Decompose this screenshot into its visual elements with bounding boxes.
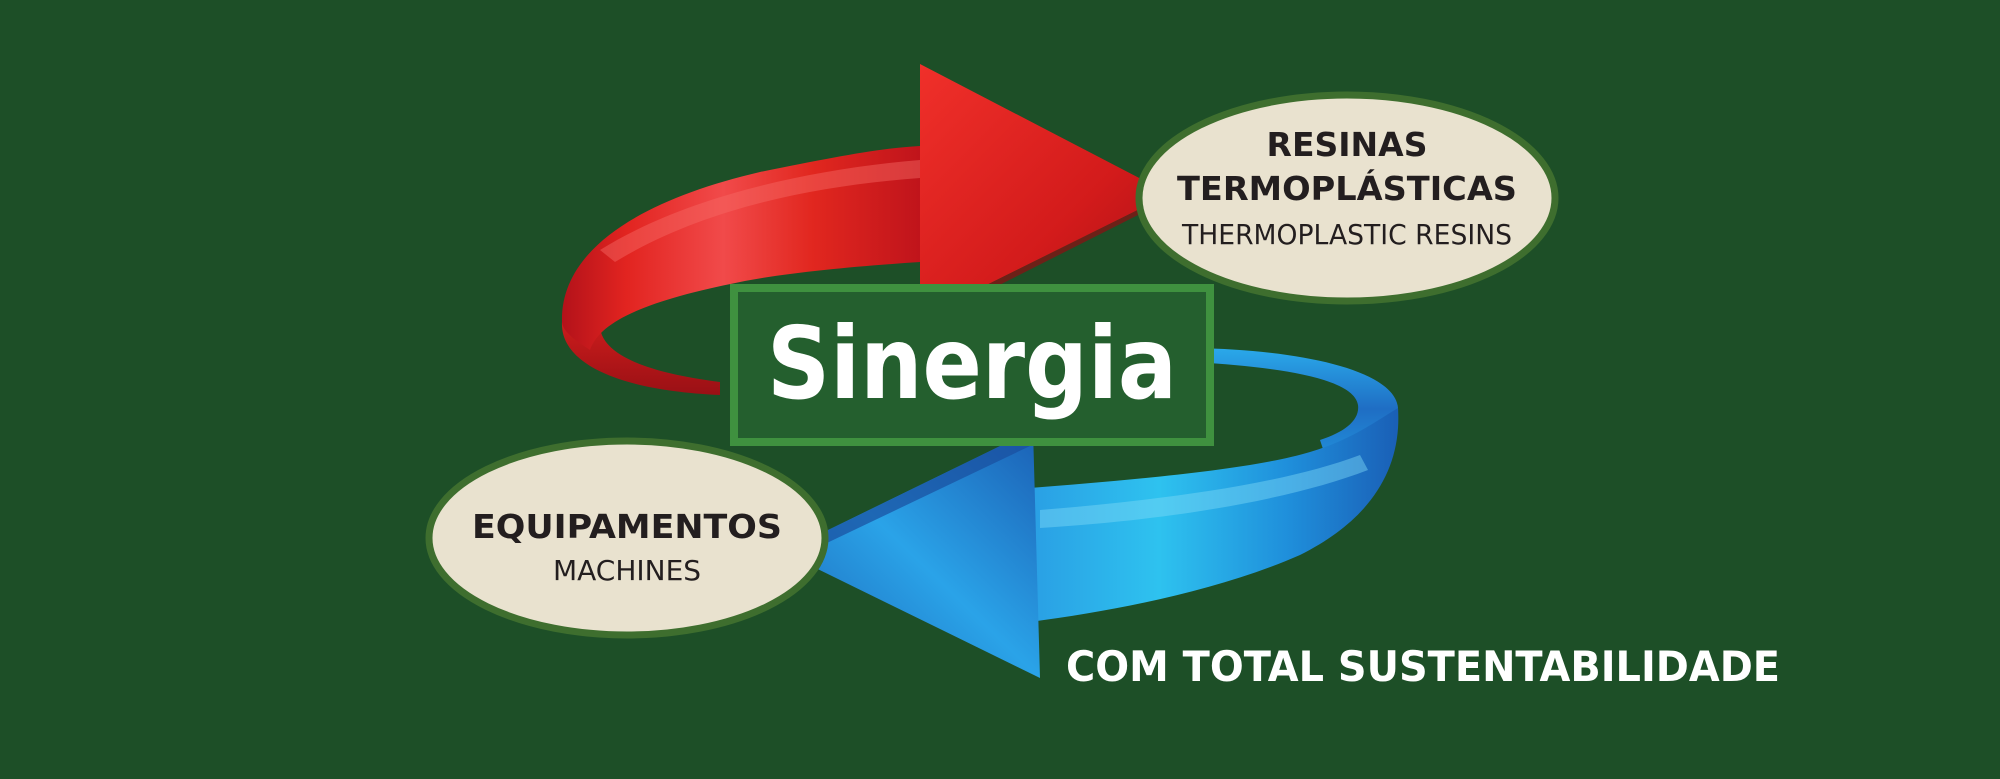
tagline: COM TOTAL SUSTENTABILIDADE — [1066, 642, 1780, 691]
blue-arrow-band — [1030, 408, 1399, 622]
resins-node: RESINAS TERMOPLÁSTICAS THERMOPLASTIC RES… — [1135, 91, 1559, 305]
blue-arrow-head — [783, 430, 1040, 678]
center-box: Sinergia — [730, 284, 1214, 446]
resins-line1: RESINAS — [1267, 125, 1428, 164]
blue-arrow-highlight — [1040, 455, 1368, 528]
center-box-frame — [730, 284, 1214, 446]
machines-subtitle: MACHINES — [553, 554, 701, 587]
machines-oval — [425, 437, 829, 639]
resins-line2: TERMOPLÁSTICAS — [1177, 168, 1517, 208]
resins-oval — [1135, 91, 1559, 305]
resins-subtitle: THERMOPLASTIC RESINS — [1181, 218, 1512, 251]
red-arrow-band — [561, 146, 920, 350]
center-title: Sinergia — [767, 305, 1177, 422]
blue-arrow-head-shade — [783, 430, 1033, 552]
blue-arrow — [783, 348, 1399, 678]
machines-title: EQUIPAMENTOS — [472, 507, 782, 546]
red-arrow-head — [920, 64, 1170, 318]
machines-node: EQUIPAMENTOS MACHINES — [425, 437, 829, 639]
red-arrow-highlight — [600, 160, 920, 262]
